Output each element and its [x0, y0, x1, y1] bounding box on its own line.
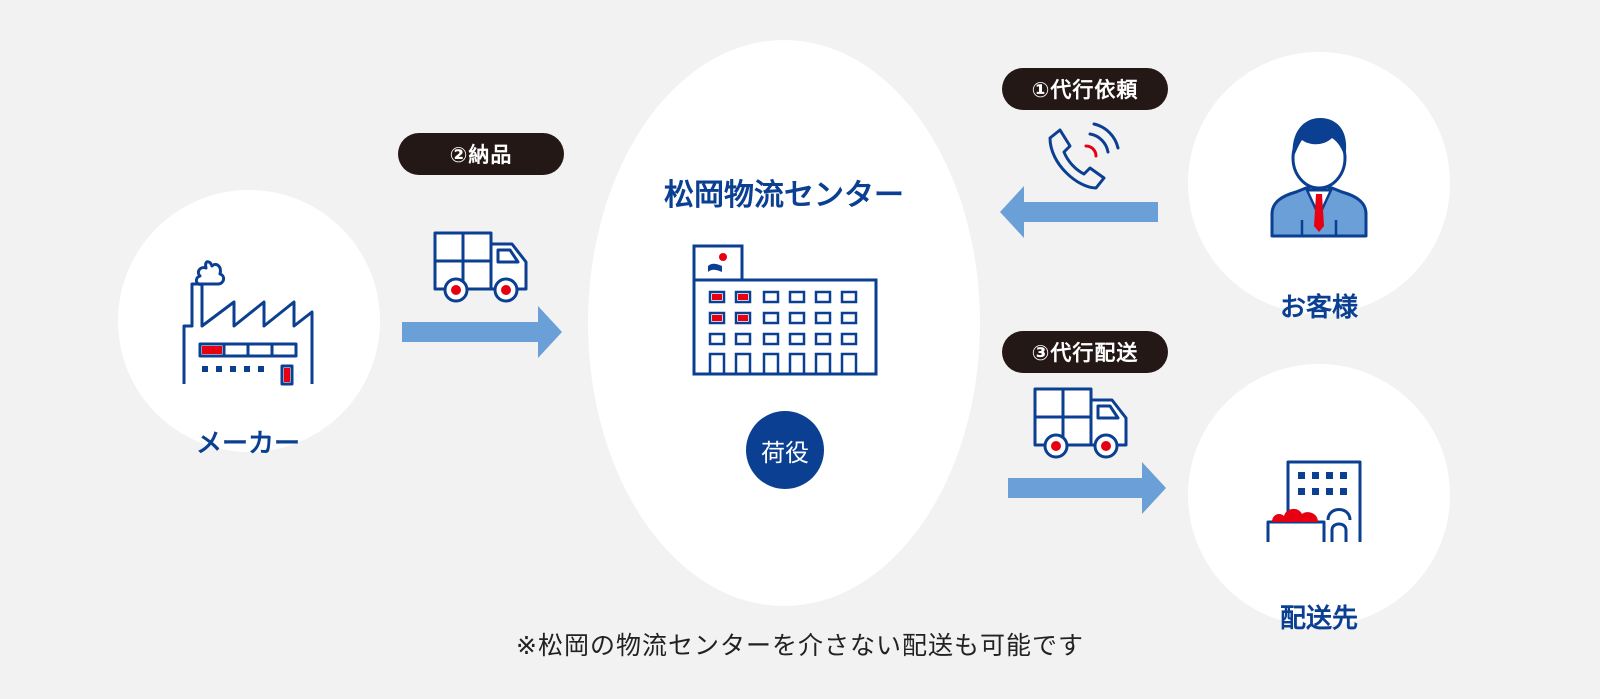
cargo-handling-badge: 荷役 — [746, 411, 824, 489]
step-request-pill: ①代行依頼 — [1002, 68, 1168, 110]
businessman-icon — [1270, 118, 1368, 238]
maker-label: メーカー — [195, 429, 300, 459]
step-delivery-in-pill: ②納品 — [398, 133, 564, 175]
factory-icon — [182, 260, 314, 386]
step-delivery-out-pill: ③代行配送 — [1002, 331, 1168, 373]
building-icon — [692, 244, 878, 376]
maker-circle — [118, 190, 380, 452]
arrow-to-destination — [1008, 462, 1166, 514]
phone-icon — [1048, 122, 1120, 190]
center-label: 松岡物流センター — [664, 178, 904, 213]
customer-label: お客様 — [1279, 293, 1358, 323]
truck-icon — [433, 231, 528, 303]
footnote: ※松岡の物流センターを介さない配送も可能です — [516, 631, 1084, 660]
truck-icon — [1033, 387, 1128, 459]
shop-icon — [1266, 460, 1362, 542]
arrow-to-center — [402, 306, 562, 358]
arrow-to-center-from-customer — [1000, 186, 1158, 238]
destination-label: 配送先 — [1279, 604, 1358, 634]
